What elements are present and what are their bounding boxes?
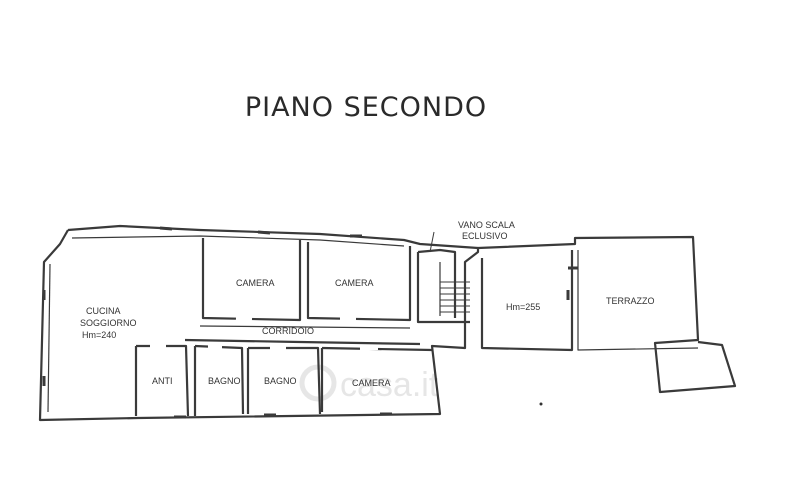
label-camera-1: CAMERA <box>236 278 275 288</box>
watermark: casa.it <box>299 364 439 404</box>
dot-mark <box>539 402 543 406</box>
plan-title: PIANO SECONDO <box>244 92 488 123</box>
window-marks <box>42 226 578 419</box>
label-camera-3: CAMERA <box>352 378 391 388</box>
label-cucina-height: Hm=240 <box>82 330 116 340</box>
label-bagno-2: BAGNO <box>264 376 297 386</box>
watermark-text: casa.it <box>340 366 439 404</box>
label-anti: ANTI <box>152 376 173 386</box>
label-vano-scala: VANO SCALA <box>458 220 515 230</box>
label-room-height: Hm=255 <box>506 302 540 312</box>
label-bagno-1: BAGNO <box>208 376 241 386</box>
label-eclusivo: ECLUSIVO <box>462 231 508 241</box>
label-camera-2: CAMERA <box>335 278 374 288</box>
label-soggiorno: SOGGIORNO <box>80 318 137 328</box>
label-leader <box>429 231 435 253</box>
label-corridoio: CORRIDOIO <box>262 326 314 336</box>
label-terrazzo: TERRAZZO <box>606 296 655 306</box>
label-cucina: CUCINA <box>86 306 121 316</box>
door-openings <box>150 316 378 350</box>
